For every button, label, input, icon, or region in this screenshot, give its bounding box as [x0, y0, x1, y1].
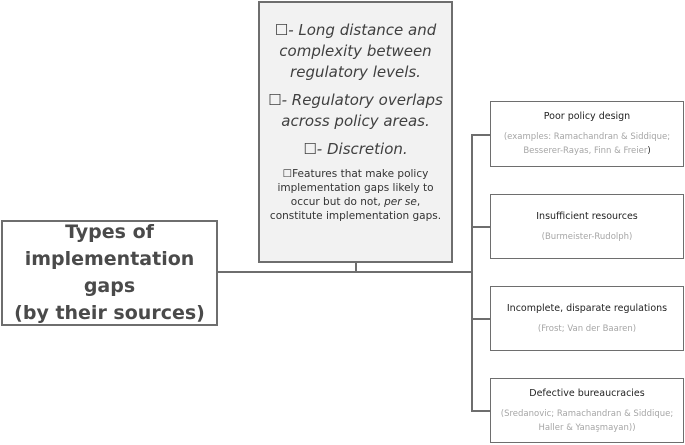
- disclaimer-emphasis: per se: [384, 196, 417, 208]
- features-note: ☐- Long distance and complexity between …: [258, 1, 453, 263]
- root-node: Types of implementation gaps (by their s…: [1, 220, 218, 326]
- root-title-line-3: (by their sources): [14, 302, 205, 324]
- root-title-line-2: implementation gaps: [24, 248, 195, 297]
- gap-references: (Frost; Van der Baaren): [537, 323, 637, 334]
- checkbox-glyph-icon: ☐: [303, 140, 317, 158]
- feature-distance-complexity: ☐- Long distance and complexity between …: [264, 20, 447, 83]
- gap-title: Incomplete, disparate regulations: [506, 302, 668, 314]
- feature-text: - Discretion.: [316, 140, 408, 158]
- gap-references-text: (examples: Ramachandran & Siddique; Bess…: [503, 132, 671, 156]
- connector-main-horizontal: [218, 271, 473, 273]
- gap-title: Poor policy design: [543, 111, 631, 122]
- connector-gaps-trunk: [471, 134, 473, 412]
- root-title-line-1: Types of: [65, 221, 154, 243]
- connector-gap-2: [471, 226, 490, 228]
- gap-node-incomplete-regulations: Incomplete, disparate regulations (Frost…: [490, 286, 684, 351]
- gap-references: (Sredanovic; Ramachandran & Siddique; Ha…: [500, 408, 674, 433]
- disclaimer-text-after: , constitute implementation gaps.: [269, 196, 442, 222]
- connector-gap-3: [471, 318, 490, 320]
- feature-discretion: ☐- Discretion.: [264, 139, 447, 160]
- disclaimer-text-before: Features that make policy implementation…: [277, 168, 434, 208]
- gap-node-poor-policy-design: Poor policy design (examples: Ramachandr…: [490, 101, 684, 167]
- gap-references: (examples: Ramachandran & Siddique; Bess…: [495, 130, 679, 158]
- gap-references-closing: ): [647, 146, 651, 156]
- feature-text: - Regulatory overlaps across policy area…: [281, 91, 443, 130]
- gap-node-insufficient-resources: Insufficient resources (Burmeister-Rudol…: [490, 194, 684, 259]
- feature-regulatory-overlaps: ☐- Regulatory overlaps across policy are…: [264, 90, 447, 132]
- connector-gap-1: [471, 134, 490, 136]
- gap-references: (Burmeister-Rudolph): [541, 231, 633, 242]
- checkbox-glyph-icon: ☐: [274, 21, 289, 39]
- checkbox-glyph-icon: ☐: [282, 168, 293, 180]
- features-disclaimer: ☐Features that make policy implementatio…: [264, 167, 447, 223]
- feature-text: - Long distance and complexity between r…: [279, 21, 437, 81]
- gap-node-defective-bureaucracies: Defective bureaucracies (Sredanovic; Ram…: [490, 378, 684, 443]
- connector-gap-4: [471, 410, 490, 412]
- connector-note-vertical: [355, 262, 357, 272]
- gap-title: Defective bureaucracies: [529, 387, 645, 399]
- gap-title: Insufficient resources: [536, 210, 638, 222]
- checkbox-glyph-icon: ☐: [268, 91, 282, 109]
